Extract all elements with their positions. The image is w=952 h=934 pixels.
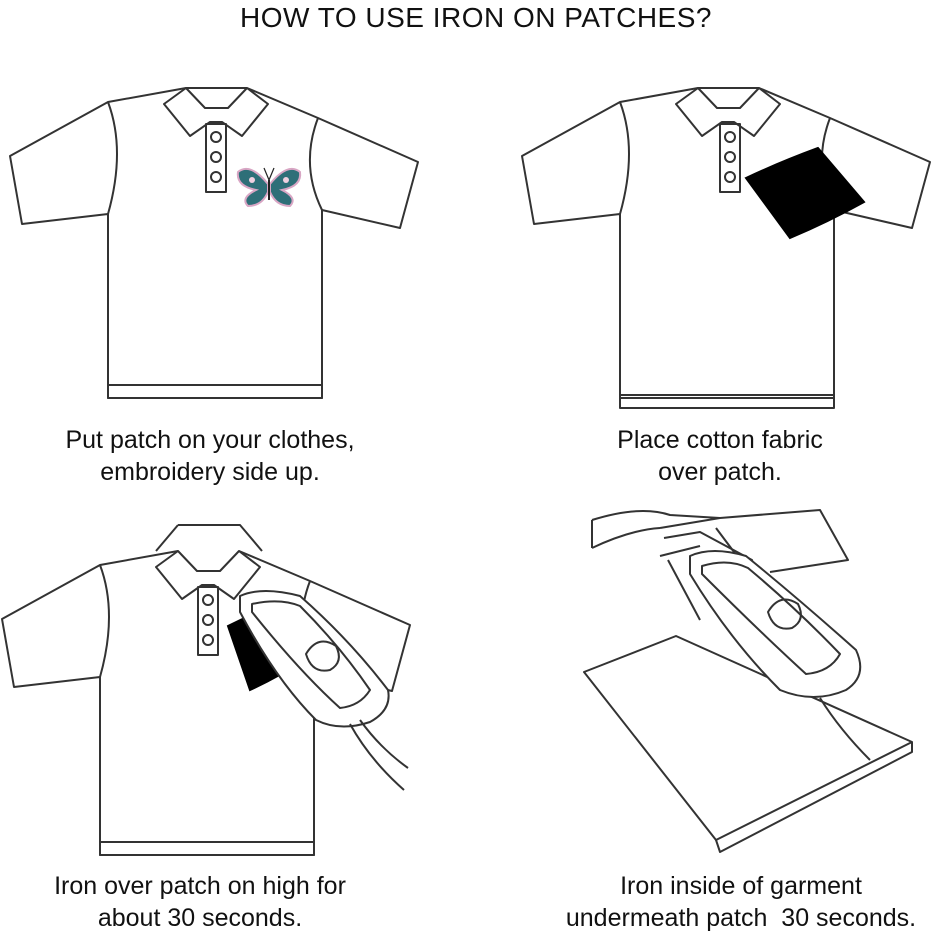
step-2-shirt-illustration bbox=[521, 87, 931, 409]
step-1-line-1: Put patch on your clothes, bbox=[65, 426, 355, 454]
step-1-shirt-illustration bbox=[9, 87, 419, 399]
step-1-line-2: embroidery side up. bbox=[100, 458, 320, 486]
step-4-shirt-illustration bbox=[583, 509, 913, 853]
iron-icon-step4 bbox=[689, 550, 871, 761]
cotton-fabric-icon bbox=[744, 146, 866, 240]
step-4-line-2: undermeath patch 30 seconds. bbox=[565, 904, 917, 932]
step-2-line-2: over patch. bbox=[658, 458, 782, 486]
step-3-caption: Iron over patch on high for about 30 sec… bbox=[2, 870, 398, 934]
step-2-line-1: Place cotton fabric bbox=[617, 426, 823, 454]
step-4-line-1: Iron inside of garment bbox=[620, 872, 862, 900]
butterfly-patch-icon bbox=[236, 167, 302, 208]
page-title: HOW TO USE IRON ON PATCHES? bbox=[240, 2, 712, 33]
step-1-caption: Put patch on your clothes, embroidery si… bbox=[20, 424, 400, 488]
iron-icon bbox=[239, 590, 409, 791]
step-3-line-2: about 30 seconds. bbox=[97, 904, 303, 932]
step-4-caption: Iron inside of garment undermeath patch … bbox=[532, 870, 950, 934]
step-2-caption: Place cotton fabric over patch. bbox=[540, 424, 900, 488]
step-3-line-1: Iron over patch on high for bbox=[54, 872, 346, 900]
